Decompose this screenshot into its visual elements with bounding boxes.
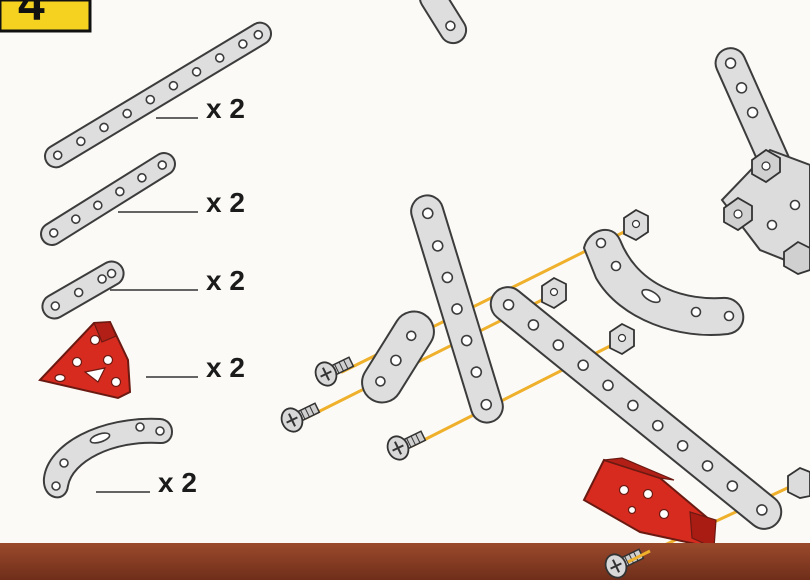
hex-nut-icon xyxy=(624,210,648,240)
step-number: 4 xyxy=(18,0,45,31)
screw-icon xyxy=(278,397,323,435)
parts-list-item-triangular-flat-plate: x 2 xyxy=(40,322,245,398)
quantity-label: x 2 xyxy=(206,265,245,296)
quantity-label: x 2 xyxy=(206,93,245,124)
hex-nut-icon xyxy=(788,468,810,498)
parts-list: x 2 x 2 x 2 xyxy=(37,19,275,498)
screw-icon xyxy=(312,351,357,389)
quantity-label: x 2 xyxy=(206,187,245,218)
assembly-diagram xyxy=(278,0,810,562)
partial-strip-top xyxy=(415,0,471,48)
parts-list-item-short-strip: x 2 xyxy=(38,257,245,323)
quantity-label: x 2 xyxy=(158,467,197,498)
parts-list-item-medium-strip: x 2 xyxy=(37,149,245,249)
hex-nut-icon xyxy=(542,278,566,308)
footer-band xyxy=(0,543,810,580)
assembly-curved-strip xyxy=(584,230,743,335)
curved-strip-part xyxy=(44,419,172,498)
step-badge: 4 xyxy=(0,0,90,31)
hex-nut-icon xyxy=(610,324,634,354)
right-upper-assembly xyxy=(711,43,810,274)
parts-list-item-long-strip: x 2 xyxy=(41,19,275,172)
triangular-flat-plate-part xyxy=(40,322,130,398)
parts-list-item-curved-strip: x 2 xyxy=(44,419,197,498)
quantity-label: x 2 xyxy=(206,352,245,383)
screw-icon xyxy=(384,425,429,463)
